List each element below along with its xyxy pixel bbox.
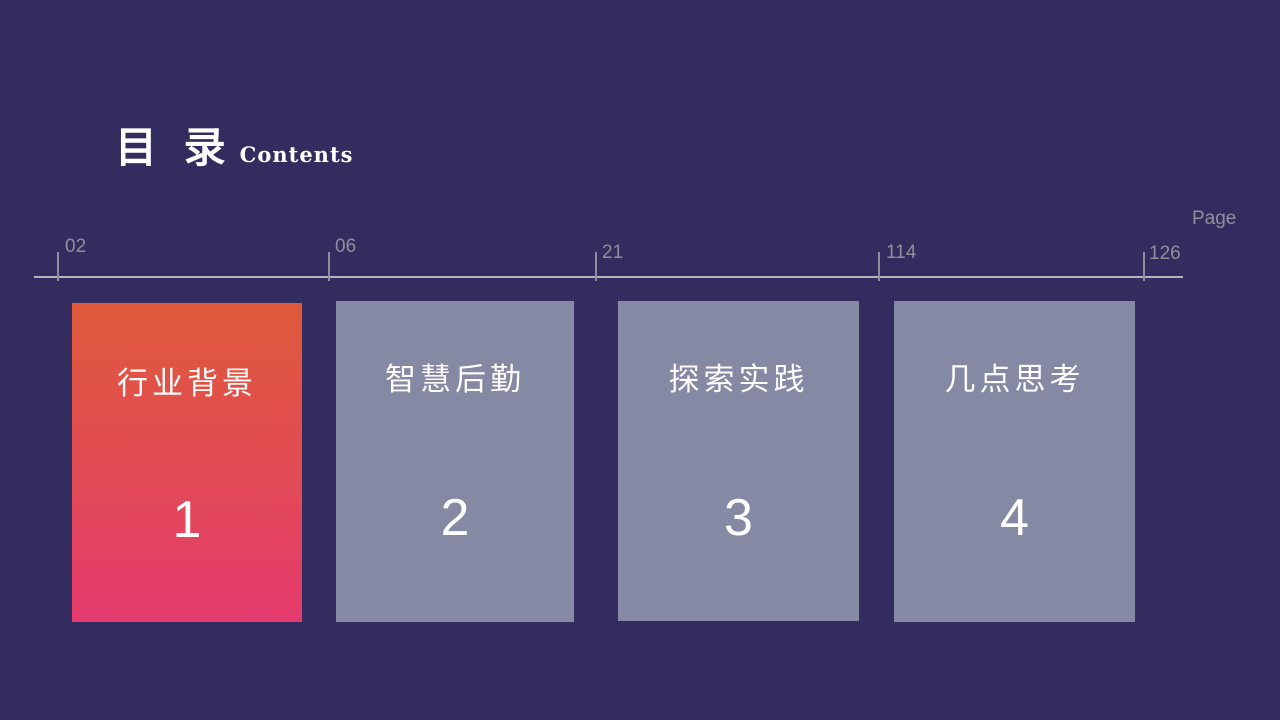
ruler-line bbox=[34, 276, 1183, 278]
toc-card-exploration-practice[interactable]: 探索实践 3 bbox=[618, 301, 859, 621]
toc-card-number: 3 bbox=[724, 489, 753, 547]
toc-card-industry-background[interactable]: 行业背景 1 bbox=[72, 303, 302, 622]
ruler-tick-label: 02 bbox=[65, 236, 87, 257]
ruler-tick bbox=[57, 252, 59, 281]
toc-card-title: 几点思考 bbox=[944, 362, 1085, 398]
toc-card-number: 4 bbox=[1000, 489, 1029, 547]
ruler-tick-label: 126 bbox=[1149, 243, 1181, 264]
toc-card-title: 智慧后勤 bbox=[385, 362, 525, 398]
ruler-tick bbox=[1143, 252, 1145, 281]
ruler-tick bbox=[878, 252, 880, 281]
toc-card-title: 探索实践 bbox=[668, 362, 809, 398]
ruler-tick-label: 21 bbox=[602, 242, 624, 263]
ruler-tick bbox=[595, 252, 597, 281]
ruler-tick-label: 114 bbox=[886, 242, 917, 263]
ruler-tick-label: 06 bbox=[335, 236, 357, 257]
page-title-cn: 目 录 bbox=[115, 123, 232, 172]
toc-card-title: 行业背景 bbox=[117, 366, 257, 402]
page-title: 目 录 Contents bbox=[115, 122, 353, 174]
page-axis-label: Page bbox=[1192, 208, 1237, 229]
ruler-tick bbox=[328, 252, 330, 281]
toc-card-number: 1 bbox=[172, 491, 202, 549]
toc-card-some-thoughts[interactable]: 几点思考 4 bbox=[894, 301, 1135, 622]
toc-card-number: 2 bbox=[440, 489, 470, 547]
page-title-en: Contents bbox=[239, 142, 354, 167]
toc-card-smart-logistics[interactable]: 智慧后勤 2 bbox=[336, 301, 574, 622]
